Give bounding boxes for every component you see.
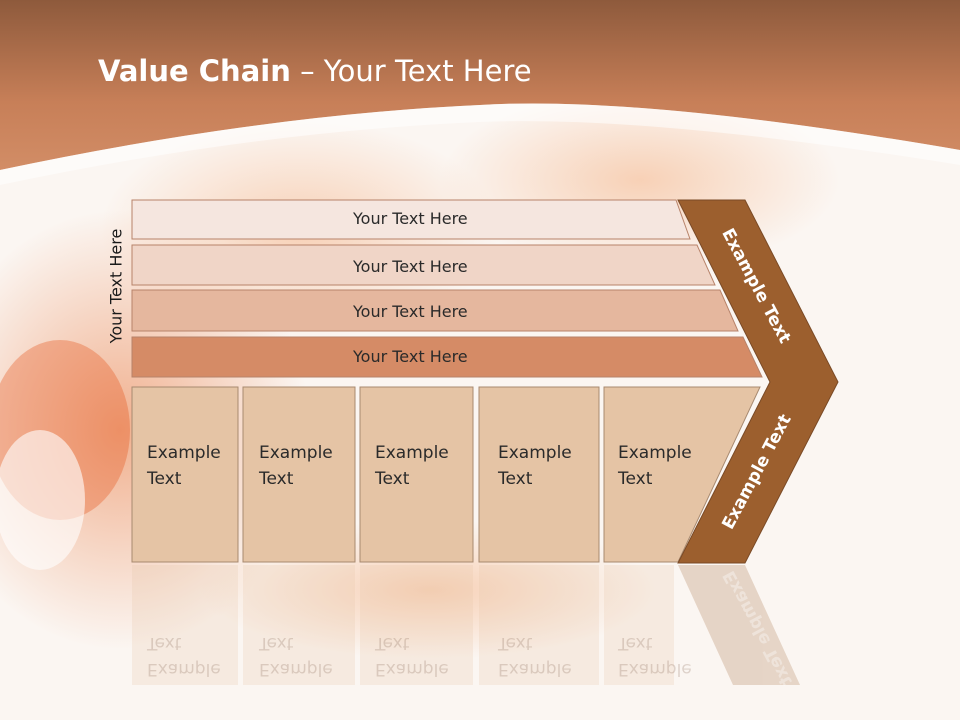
row-band-3	[131, 289, 739, 332]
column-box-1	[131, 386, 239, 563]
column-box-2	[242, 386, 356, 563]
row-label-2: Your Text Here	[353, 257, 468, 276]
row-band-4	[131, 336, 763, 378]
reflection	[132, 565, 800, 685]
row-label-1: Your Text Here	[353, 209, 468, 228]
row-band-1	[131, 199, 691, 240]
row-label-4: Your Text Here	[353, 347, 468, 366]
slide-title: Value Chain – Your Text Here	[98, 54, 532, 88]
column-box-4	[478, 386, 600, 563]
header-band	[0, 0, 960, 170]
side-label: Your Text Here	[106, 228, 126, 344]
column-box-3	[359, 386, 474, 563]
row-band-2	[131, 244, 716, 286]
value-chain-arrow	[677, 199, 839, 564]
row-label-3: Your Text Here	[353, 302, 468, 321]
